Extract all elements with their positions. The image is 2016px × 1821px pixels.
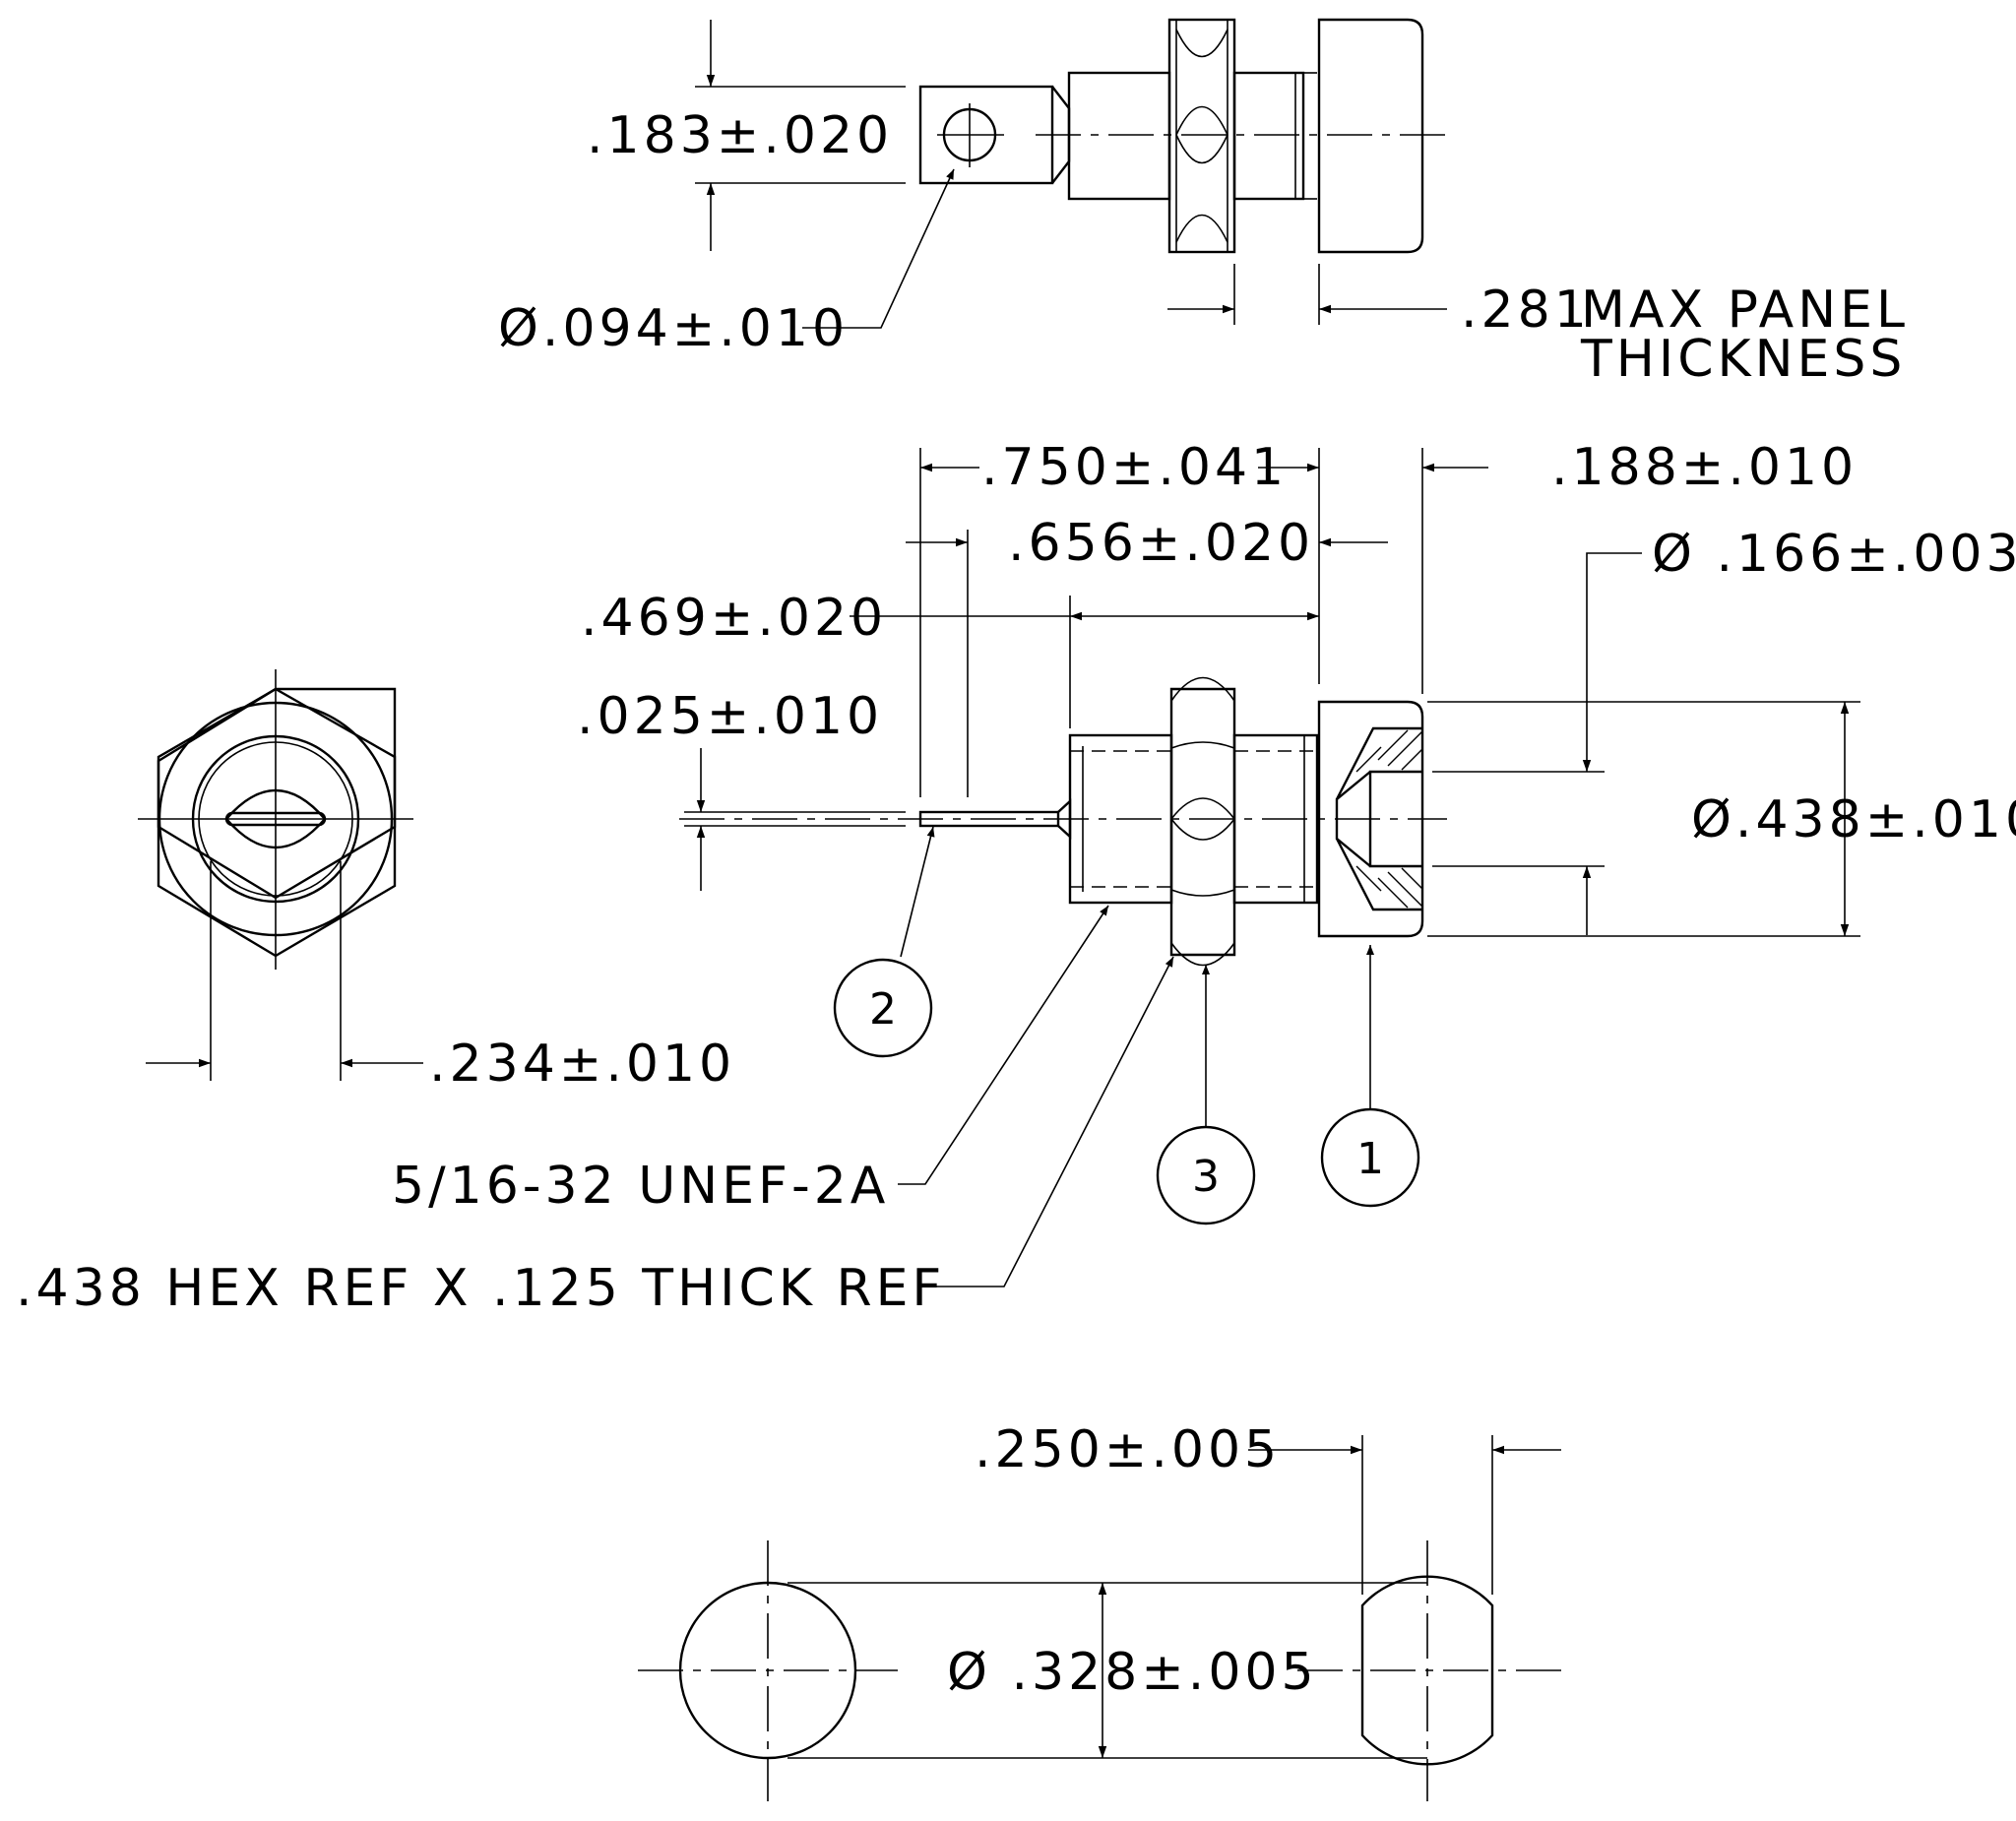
bore-dia-dim: Ø .166±.003 bbox=[1652, 525, 2016, 584]
cap bbox=[1317, 18, 1424, 254]
lug-hole-dim: Ø.094±.010 bbox=[498, 299, 849, 358]
callout-2 bbox=[833, 958, 933, 1058]
hole-dia-dim: Ø .328±.005 bbox=[947, 1643, 1318, 1702]
overall-length-dim: .750±.041 bbox=[981, 438, 1288, 497]
panel-thickness-dim: .281 bbox=[1461, 281, 1591, 340]
shank-length-dim: .656±.020 bbox=[1008, 514, 1314, 573]
threaded-shank bbox=[1067, 71, 1171, 201]
side-view: .750±.041 .656±.020 .469±.020 .025±.010 … bbox=[16, 438, 2016, 1318]
side-hex-nut bbox=[1169, 676, 1236, 967]
panel-note-line2: THICKNESS bbox=[1580, 330, 1906, 389]
lug-width-dim: .183±.020 bbox=[587, 106, 893, 165]
panel-note-line1: MAX PANEL bbox=[1581, 281, 1909, 340]
panel-cutout-view: Ø .328±.005 .250±.005 bbox=[638, 1420, 1561, 1801]
callout-3-label: 3 bbox=[1192, 1152, 1220, 1202]
hex-spec-note: .438 HEX REF X .125 THICK REF bbox=[16, 1259, 945, 1318]
thread-length-dim: .469±.020 bbox=[581, 589, 887, 648]
cap-dia-dim: Ø.438±.010 bbox=[1691, 790, 2016, 849]
thread-spec-note: 5/16-32 UNEF-2A bbox=[392, 1157, 889, 1216]
hex-nut bbox=[1167, 18, 1236, 254]
callout-3 bbox=[1156, 1125, 1256, 1225]
callout-1-label: 1 bbox=[1356, 1134, 1384, 1184]
end-flat-dim: .234±.010 bbox=[429, 1035, 735, 1094]
end-view: .234±.010 bbox=[138, 669, 735, 1094]
cap-length-dim: .188±.010 bbox=[1551, 438, 1858, 497]
top-view: .183±.020 Ø.094±.010 .281 MAX PANEL THIC… bbox=[498, 18, 1909, 389]
bore-hatching bbox=[1355, 729, 1423, 909]
flat-width-dim: .250±.005 bbox=[975, 1420, 1281, 1479]
pin-thickness-dim: .025±.010 bbox=[577, 687, 883, 746]
callout-1 bbox=[1320, 1107, 1420, 1208]
side-cap bbox=[1317, 700, 1424, 938]
callout-2-label: 2 bbox=[869, 984, 897, 1035]
